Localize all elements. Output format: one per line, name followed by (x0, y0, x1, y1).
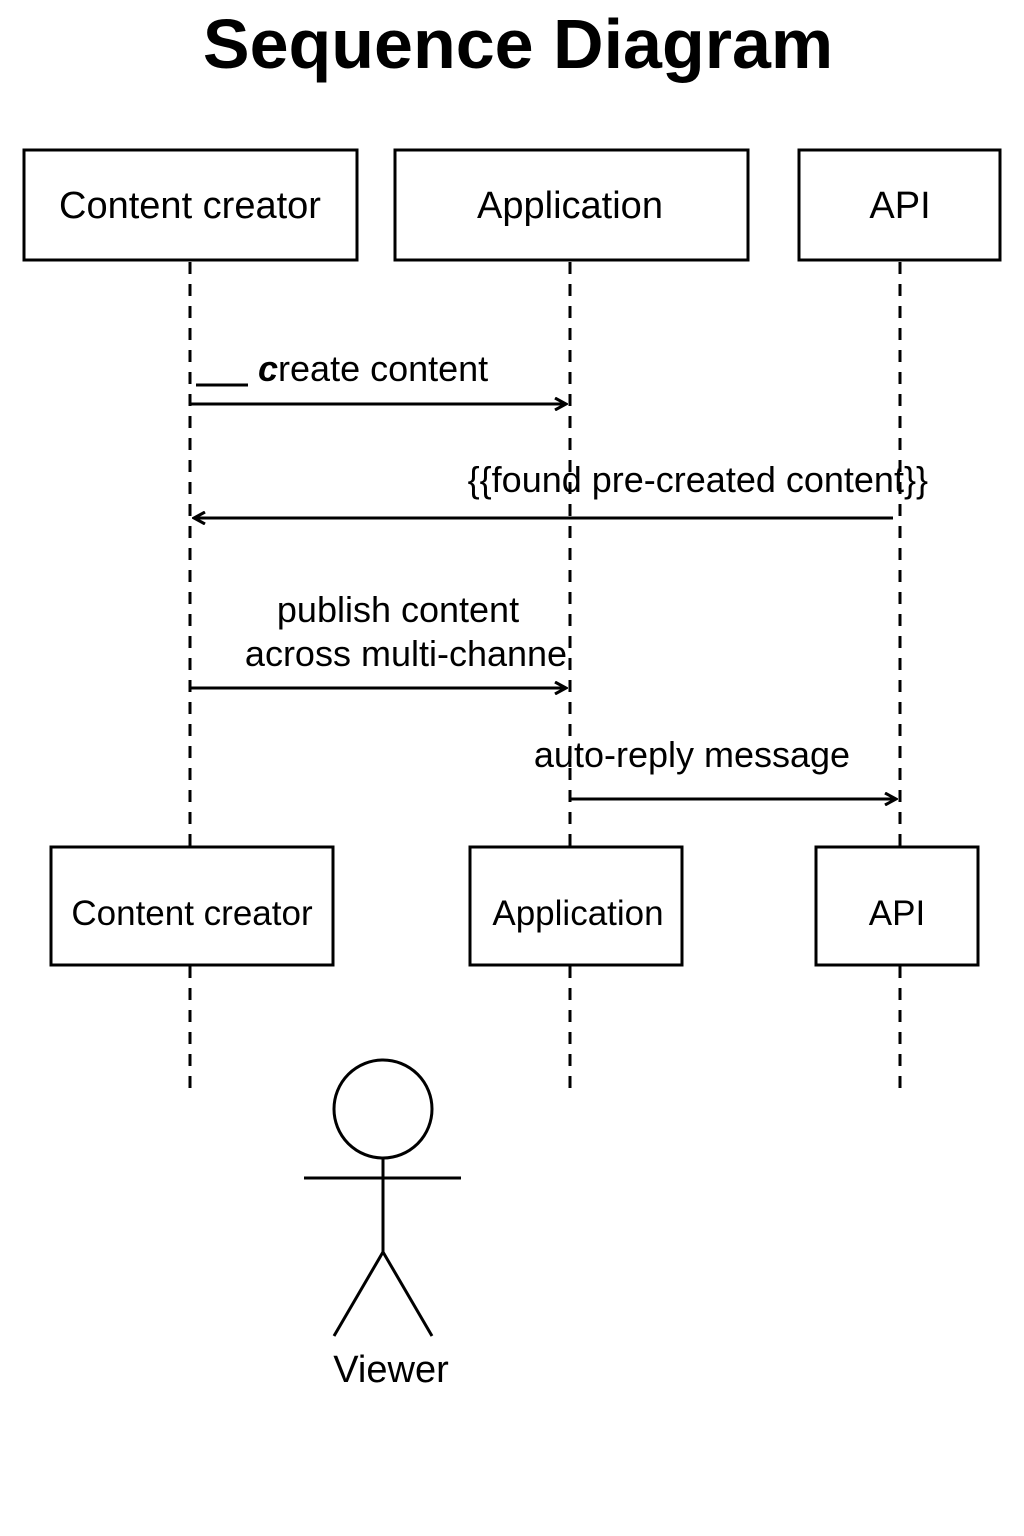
message-label-line2: across multi-channe (245, 633, 567, 674)
message-label: create content (258, 348, 488, 389)
participant-label: Content creator (71, 894, 313, 933)
participant-api-top: API (797, 148, 1002, 262)
participant-label: Content creator (59, 185, 321, 227)
message-label: auto-reply message (534, 734, 850, 775)
message-create-content: create content (190, 348, 566, 404)
participant-label: API (869, 894, 925, 933)
message-auto-reply: auto-reply message (534, 734, 896, 799)
actor-left-leg (332, 1251, 385, 1337)
participant-content-creator-bottom: Content creator (49, 845, 335, 967)
participant-label: Application (477, 185, 663, 227)
participant-api-bottom: API (814, 845, 980, 967)
message-publish-content: publish content across multi-channe (190, 589, 567, 688)
diagram-title: Sequence Diagram (203, 5, 833, 83)
message-label: {{found pre-created content}} (468, 459, 928, 500)
message-found-pre-created-content: {{found pre-created content}} (194, 459, 928, 518)
viewer-actor-icon (304, 1058, 461, 1337)
actor-head (332, 1058, 434, 1160)
participant-label: API (869, 185, 930, 227)
actor-right-leg (381, 1251, 434, 1337)
actor-label: Viewer (333, 1349, 449, 1391)
participant-application-bottom: Application (468, 845, 684, 967)
participant-application-top: Application (393, 148, 750, 262)
participant-label: Application (492, 894, 663, 933)
participant-content-creator-top: Content creator (22, 148, 359, 262)
message-label-line1: publish content (277, 589, 519, 630)
